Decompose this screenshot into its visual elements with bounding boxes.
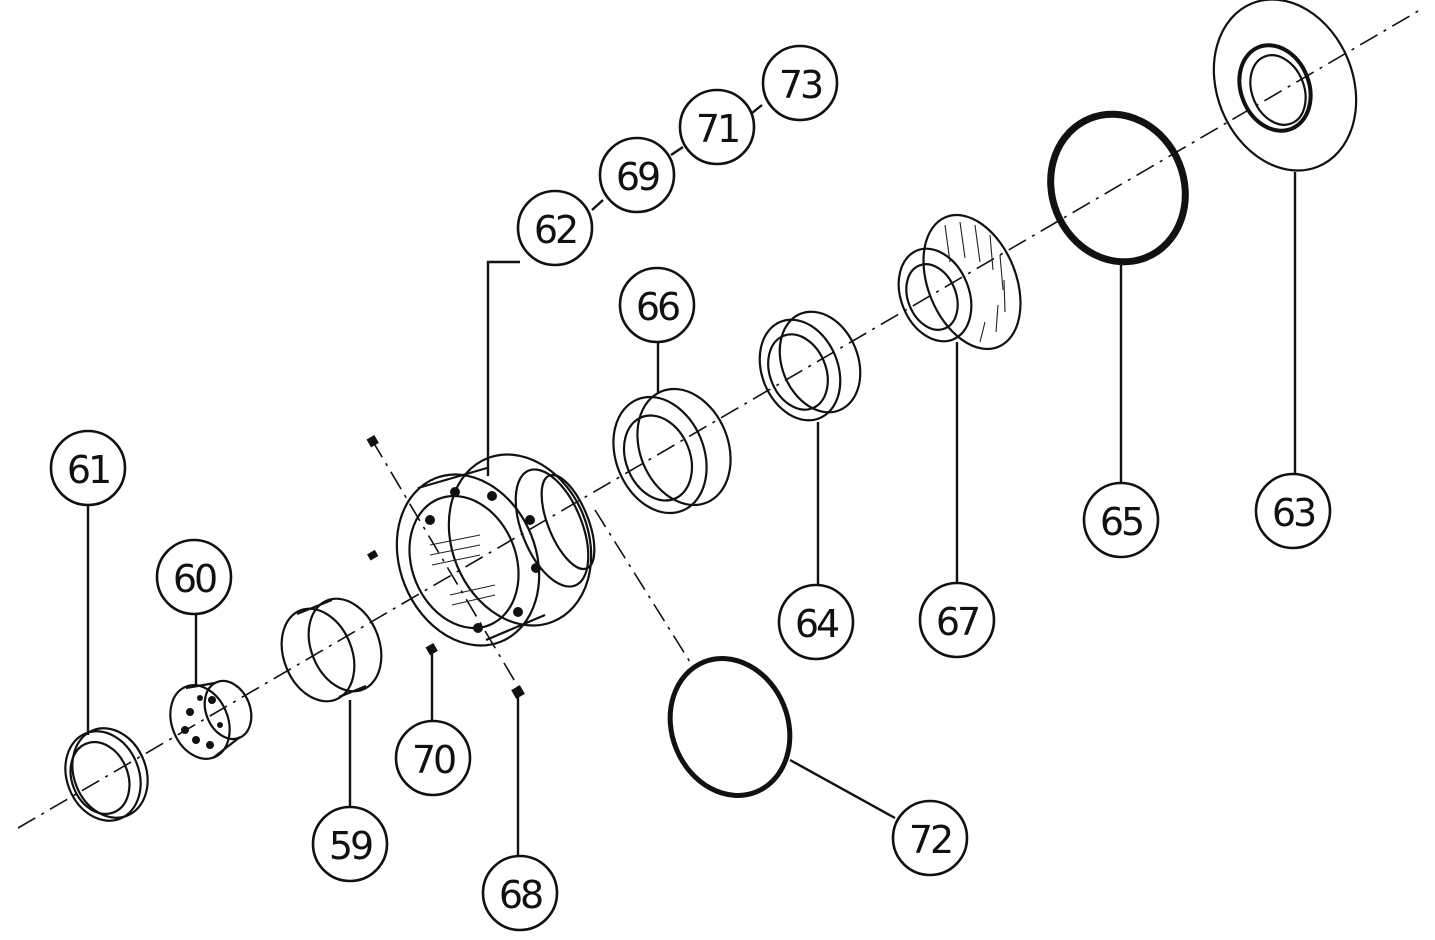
part-62-hub-housing [395, 453, 596, 647]
callout-70: 70 [394, 719, 472, 797]
svg-text:72: 72 [909, 818, 951, 862]
callout-68: 68 [481, 854, 559, 932]
svg-text:66: 66 [636, 285, 679, 329]
leader-lines [86, 104, 1297, 858]
main-axis [17, 9, 1421, 829]
part-64-cup [758, 310, 862, 422]
svg-text:70: 70 [412, 738, 455, 782]
callout-67: 67 [918, 581, 996, 659]
callout-60: 60 [155, 538, 233, 616]
part-66-ring [612, 387, 732, 515]
callout-62: 62 [516, 189, 594, 267]
svg-text:67: 67 [936, 600, 978, 644]
svg-text:62: 62 [534, 208, 576, 252]
o-ring-axis [594, 509, 691, 663]
part-pins [366, 435, 525, 699]
callout-65: 65 [1082, 481, 1160, 559]
part-61-bearing-cup [64, 727, 149, 822]
part-63-seal [1212, 0, 1358, 172]
part-67-tapered-bearing [897, 213, 1022, 351]
pin-axis [371, 439, 521, 691]
svg-text:63: 63 [1272, 491, 1315, 535]
svg-text:68: 68 [499, 873, 542, 917]
svg-text:71: 71 [696, 107, 738, 151]
svg-text:65: 65 [1100, 500, 1142, 544]
svg-text:64: 64 [795, 602, 839, 646]
part-59-sleeve [280, 597, 383, 703]
svg-text:61: 61 [67, 448, 109, 492]
callout-59: 59 [311, 805, 389, 883]
callout-72: 72 [891, 799, 969, 877]
part-72-o-ring [667, 656, 793, 798]
callout-71: 71 [678, 88, 756, 166]
svg-text:73: 73 [779, 63, 822, 107]
callout-66: 66 [618, 266, 696, 344]
svg-text:59: 59 [329, 824, 372, 868]
svg-text:60: 60 [173, 557, 216, 601]
part-65-o-ring [1047, 110, 1189, 266]
callout-61: 61 [49, 429, 127, 507]
svg-text:69: 69 [616, 155, 659, 199]
part-60-roller-cone [169, 679, 253, 760]
callout-69: 69 [598, 136, 676, 214]
callout-73: 73 [761, 44, 839, 122]
callout-64: 64 [777, 583, 855, 661]
callout-63: 63 [1254, 472, 1332, 550]
